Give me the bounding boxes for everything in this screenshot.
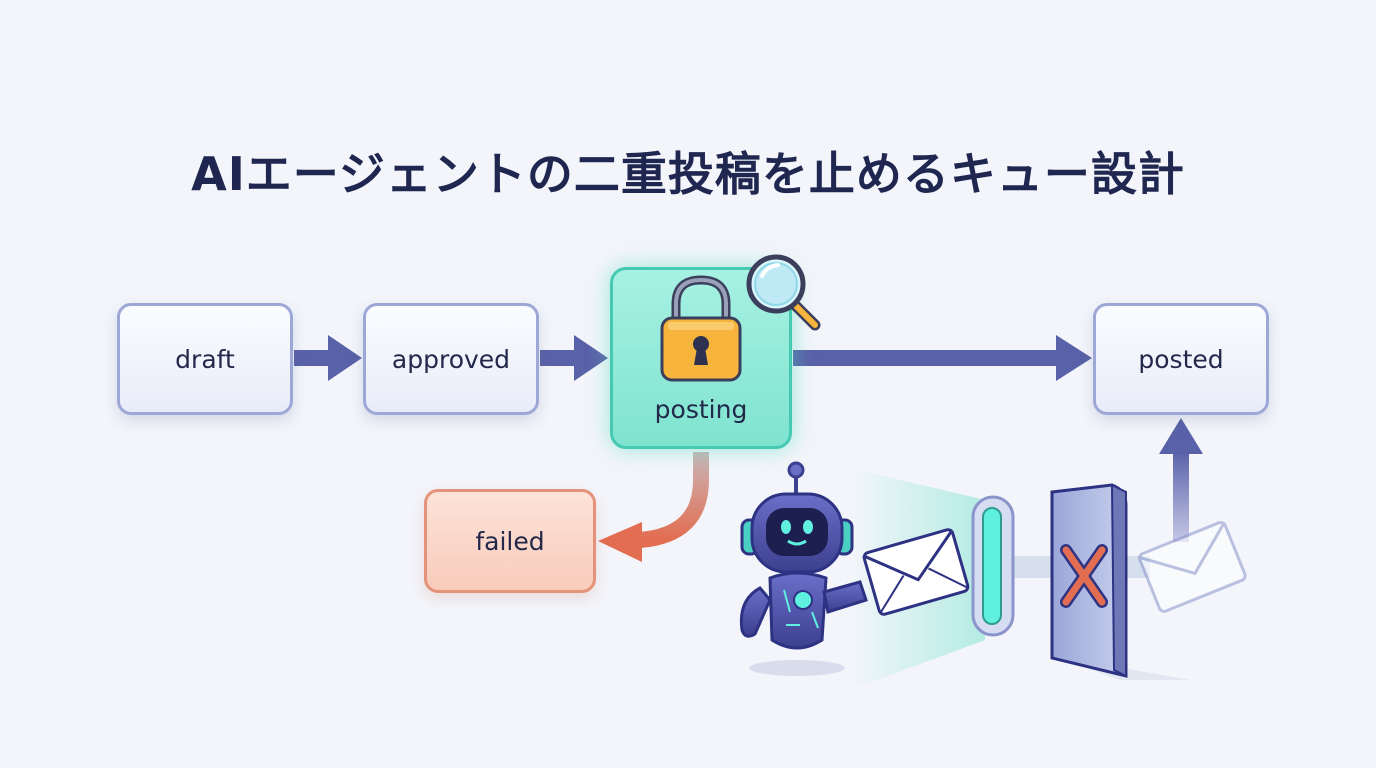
arrow-draft-approved (294, 335, 362, 381)
state-posting: posting (610, 267, 792, 449)
state-approved-label: approved (391, 344, 511, 374)
blocking-door (1050, 483, 1128, 678)
robot-icon (739, 461, 868, 676)
envelope-icon (862, 528, 970, 616)
state-posting-label: posting (654, 395, 748, 424)
arrow-up-posted (1159, 418, 1203, 542)
state-posted: posted (1093, 303, 1269, 415)
blocked-x-icon (1060, 544, 1108, 608)
arrow-posting-failed (598, 452, 709, 562)
state-failed-label: failed (475, 526, 545, 556)
state-posted-label: posted (1138, 344, 1224, 374)
arrow-posting-posted (793, 335, 1092, 381)
state-draft-label: draft (175, 344, 235, 374)
page-title: AIエージェントの二重投稿を止めるキュー設計 (191, 147, 1185, 201)
duplicate-envelope-icon (1138, 520, 1247, 613)
state-approved: approved (363, 303, 539, 415)
arrow-approved-posting (540, 335, 608, 381)
state-draft: draft (117, 303, 293, 415)
gate-icon (971, 495, 1015, 637)
state-failed: failed (424, 489, 596, 593)
